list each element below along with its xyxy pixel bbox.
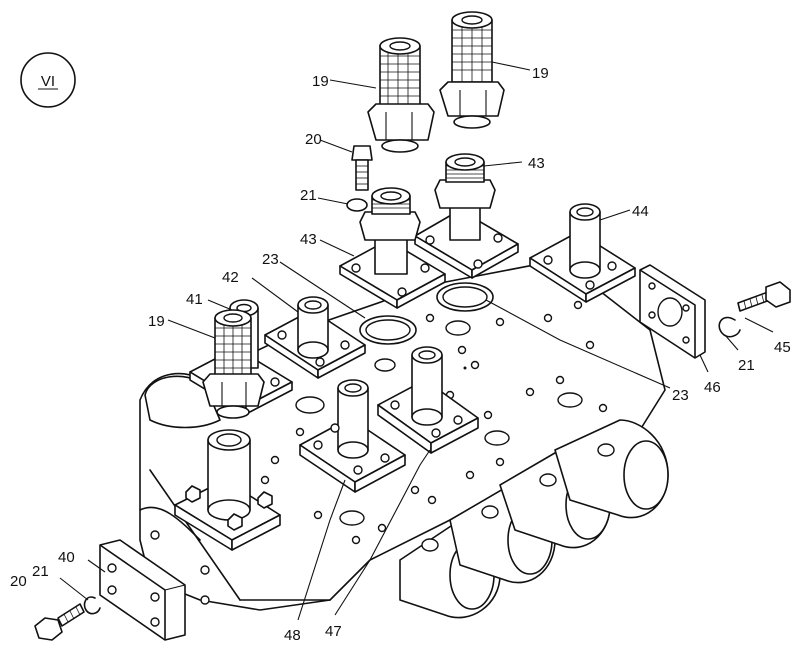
callout-19-left: 19 (148, 313, 165, 330)
callout-44: 44 (632, 203, 649, 220)
callout-40: 40 (58, 549, 75, 566)
callout-19-top-left: 19 (312, 73, 329, 90)
callout-23-right: 23 (672, 387, 689, 404)
callout-21-upper: 21 (300, 187, 317, 204)
bolt-45 (737, 281, 791, 312)
bolt-20-lower (34, 603, 85, 641)
front-cylinders (399, 419, 669, 619)
callout-21-right: 21 (738, 357, 755, 374)
flange-48 (299, 379, 406, 493)
callout-46: 46 (704, 379, 721, 396)
callout-48: 48 (284, 627, 301, 644)
flange-44 (529, 203, 636, 303)
callout-23-left: 23 (262, 251, 279, 268)
washer-21-upper (346, 198, 368, 212)
view-marker: VI (20, 52, 76, 108)
callout-43-left: 43 (300, 231, 317, 248)
callout-41: 41 (186, 291, 203, 308)
callout-42: 42 (222, 269, 239, 286)
seal-ring-23-lower (359, 315, 417, 345)
flange-43-right (414, 153, 519, 279)
fitting-19-top-right (439, 11, 505, 129)
washer-21-right (718, 316, 741, 338)
cover-40 (99, 539, 186, 641)
bolt-20-upper (351, 145, 373, 191)
washer-21-lower (83, 596, 101, 615)
flange-43-left (339, 187, 446, 309)
view-label: VI (41, 73, 55, 90)
flange-42 (264, 296, 366, 379)
callout-43-right: 43 (528, 155, 545, 172)
fitting-19-left (202, 309, 265, 419)
leader-lines (59, 61, 774, 621)
fitting-19-top-left (367, 37, 435, 153)
cover-46 (639, 264, 706, 359)
seal-ring-23-upper (436, 282, 494, 312)
callout-21-lower: 21 (32, 563, 49, 580)
callout-20-lower: 20 (10, 573, 27, 590)
callout-20-upper: 20 (305, 131, 322, 148)
callout-labels: 19 19 20 21 43 43 44 23 42 41 19 23 46 2… (10, 65, 791, 644)
lower-left-fitting (174, 429, 281, 551)
callout-47: 47 (325, 623, 342, 640)
callout-19-top-right: 19 (532, 65, 549, 82)
callout-45: 45 (774, 339, 791, 356)
flange-47 (377, 346, 479, 454)
